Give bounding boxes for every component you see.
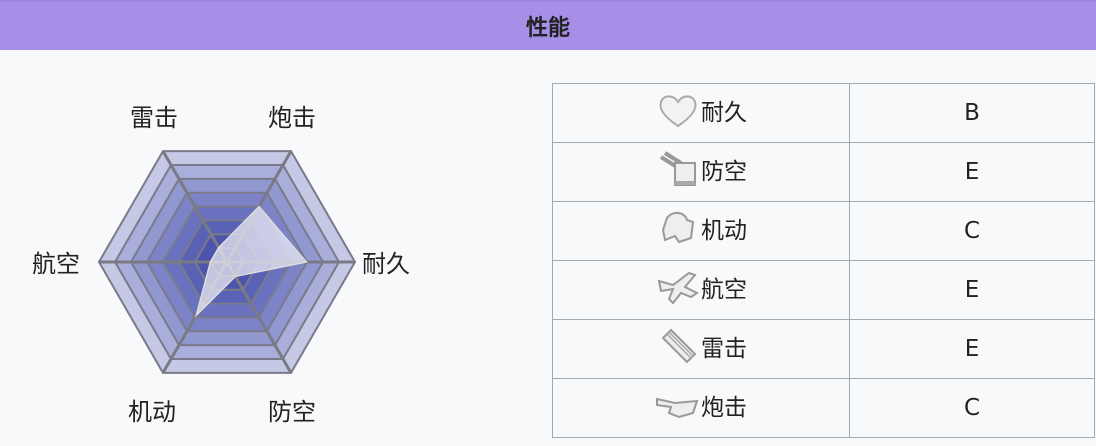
stat-name-cell: 防空 [552,142,850,202]
axis-label-aviation: 航空 [32,250,80,278]
stat-label: 雷击 [701,336,747,362]
axis-label-evasion: 机动 [128,398,176,426]
stat-grade: C [849,378,1095,438]
heart-icon [659,95,697,128]
anti-air-gun-icon [659,151,696,186]
axis-label-firepower: 炮击 [268,104,316,132]
radar-data-area [194,205,308,318]
stat-name-cell: 航空 [552,260,850,320]
stat-label: 机动 [701,218,747,244]
stat-name-cell: 耐久 [552,83,850,143]
stat-name-cell: 炮击 [552,378,850,438]
stat-grade: B [849,83,1095,143]
stat-label: 防空 [701,159,747,185]
stats-table: 耐久 B 防空 E 机动 C 航空 E 雷击 E 炮击 C [552,83,1095,438]
stat-label: 航空 [701,277,747,303]
axis-label-antiair: 防空 [268,398,316,426]
cannon-icon [656,397,699,419]
stat-grade: E [849,260,1095,320]
torpedo-icon [661,328,697,364]
stat-name-cell: 雷击 [552,319,850,379]
axis-label-durability: 耐久 [362,250,410,278]
stat-row: 耐久 B [552,83,1095,143]
stat-row: 雷击 E [552,319,1095,379]
stat-row: 防空 E [552,142,1095,202]
stat-grade: C [849,201,1095,261]
stat-grade: E [849,142,1095,202]
stat-row: 机动 C [552,201,1095,261]
stat-row: 炮击 C [552,378,1095,438]
radar-chart: 耐久 炮击 雷击 航空 机动 防空 [32,104,410,426]
section-title: 性能 [525,16,570,41]
axis-label-torpedo: 雷击 [130,104,178,132]
stat-label: 耐久 [701,100,747,126]
stat-name-cell: 机动 [552,201,850,261]
evasion-icon [661,212,695,244]
stat-row: 航空 E [552,260,1095,320]
section-header: 性能 [0,0,1096,50]
stat-grade: E [849,319,1095,379]
stat-label: 炮击 [701,395,747,421]
airplane-icon [657,271,699,305]
